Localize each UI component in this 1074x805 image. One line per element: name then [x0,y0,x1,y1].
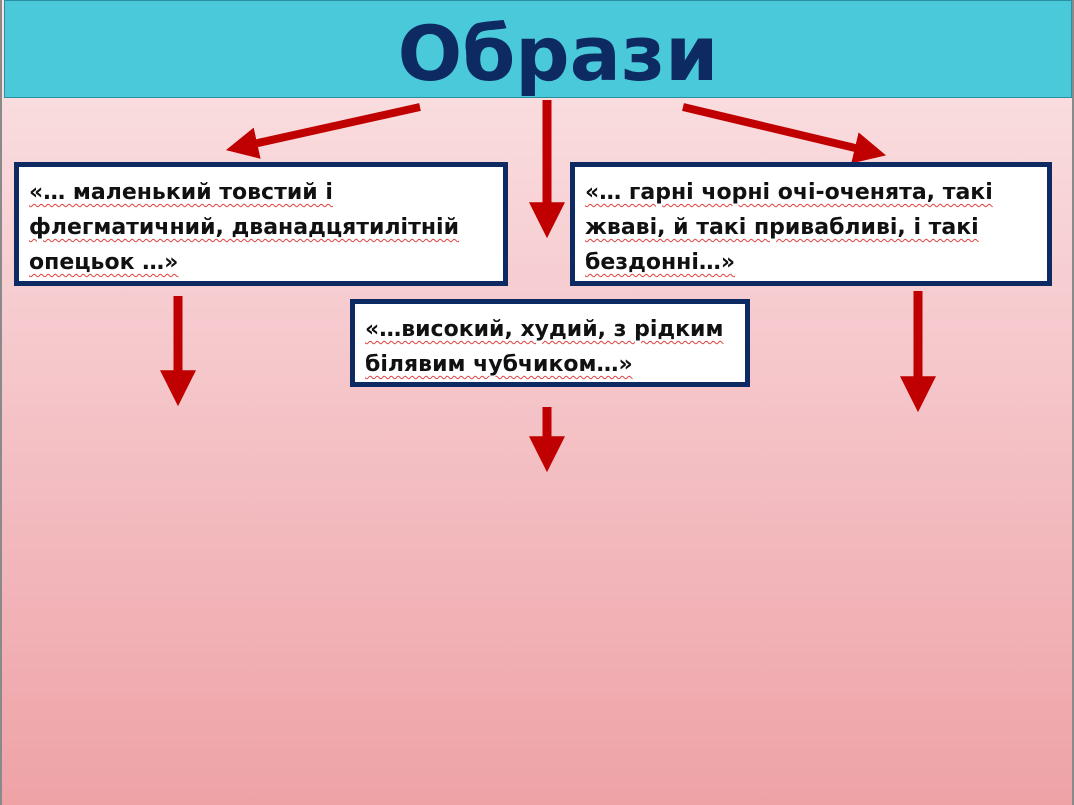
quote-right-text: «… гарні чорні очі-оченята, такі жваві, … [585,180,993,275]
arrow-to-left-box [225,103,421,159]
slide-title: Образи [397,9,719,98]
title-bar: Образи [4,0,1072,98]
quote-box-right: «… гарні чорні очі-оченята, такі жваві, … [570,162,1052,286]
quote-left-text: «… маленький товстий і флегматичний, два… [29,180,460,275]
quote-middle-text: «…високий, худий, з рідким білявим чубчи… [365,317,724,377]
quote-box-middle: «…високий, худий, з рідким білявим чубчи… [350,299,750,387]
arrow-to-right-box [682,103,887,164]
quote-box-left: «… маленький товстий і флегматичний, два… [14,162,508,286]
